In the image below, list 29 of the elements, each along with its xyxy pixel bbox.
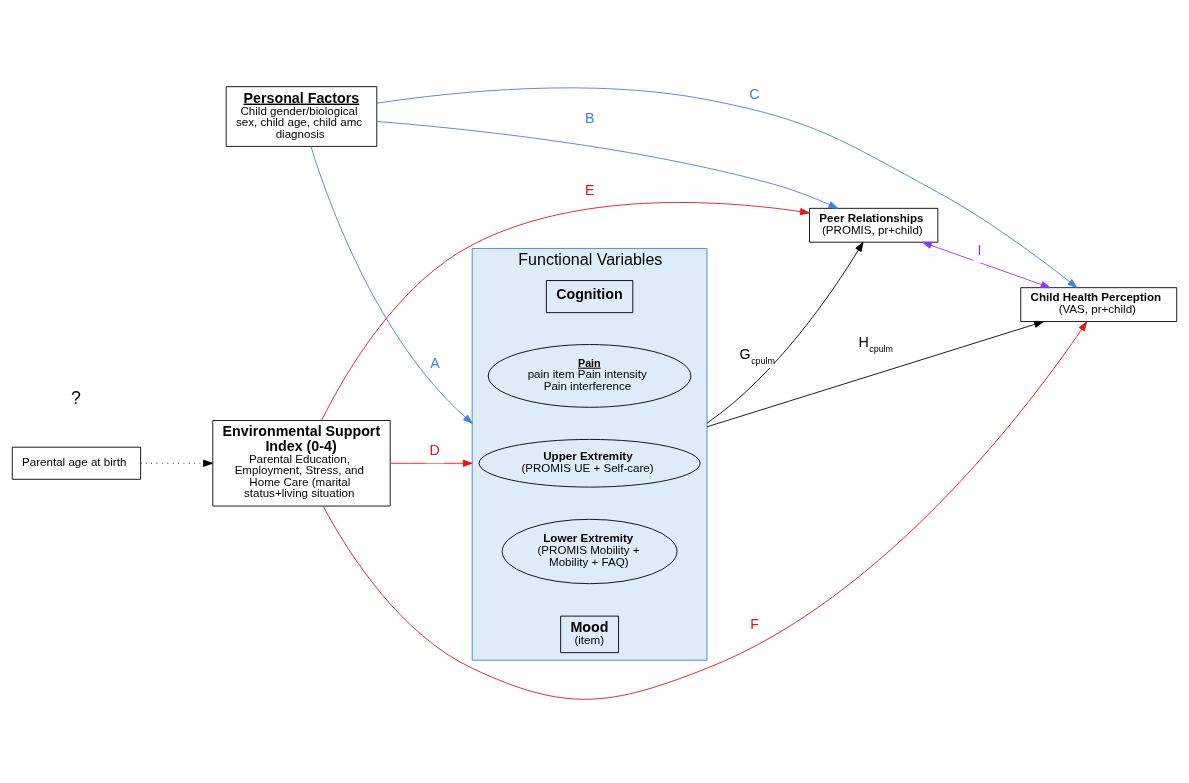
edge-label: I — [977, 241, 982, 258]
edge-label: B — [585, 109, 595, 126]
edge-label: G$_{cpulm}$ — [739, 345, 775, 366]
node-box: Mood (item) — [560, 615, 619, 654]
node-box: Parental age at birth — [11, 446, 142, 480]
node-box: Environmental Support Index (0-4) Parental Education, Employment, Stress, and Home Care (marital status+living situation — [212, 420, 391, 507]
edge-label: D — [429, 442, 440, 459]
arrow — [322, 321, 1088, 700]
edge-label: A — [430, 354, 440, 371]
arrow — [706, 241, 864, 424]
edge-label: C — [749, 85, 760, 102]
arrow — [389, 459, 473, 467]
node-box: Child Health Perception (VAS, pr+child) — [1020, 287, 1178, 322]
arrow — [140, 459, 213, 467]
arrow — [310, 146, 473, 424]
node-box: Peer Relationships (PROMIS, pr+child) — [809, 207, 939, 243]
arrow — [376, 87, 1078, 288]
node-ellipse: Upper Extremity (PROMIS UE + Self-care) — [478, 439, 701, 488]
node-box: Cognition — [545, 280, 634, 314]
label: ? — [71, 387, 82, 408]
arrow — [706, 320, 1044, 428]
arrow — [321, 202, 810, 421]
edge-label: E — [585, 181, 595, 198]
node-ellipse: Pain pain item Pain intensity Pain interference — [487, 344, 692, 408]
arrow — [376, 121, 839, 209]
edge-label: H$_{cpulm}$ — [858, 334, 893, 355]
node-ellipse: Lower Extremity (PROMIS Mobility + Mobility + FAQ) — [501, 518, 678, 585]
edge-label: F — [750, 615, 759, 632]
node-box: Personal Factors Child gender/biological sex, child age, child amc diagnosis — [225, 86, 378, 147]
